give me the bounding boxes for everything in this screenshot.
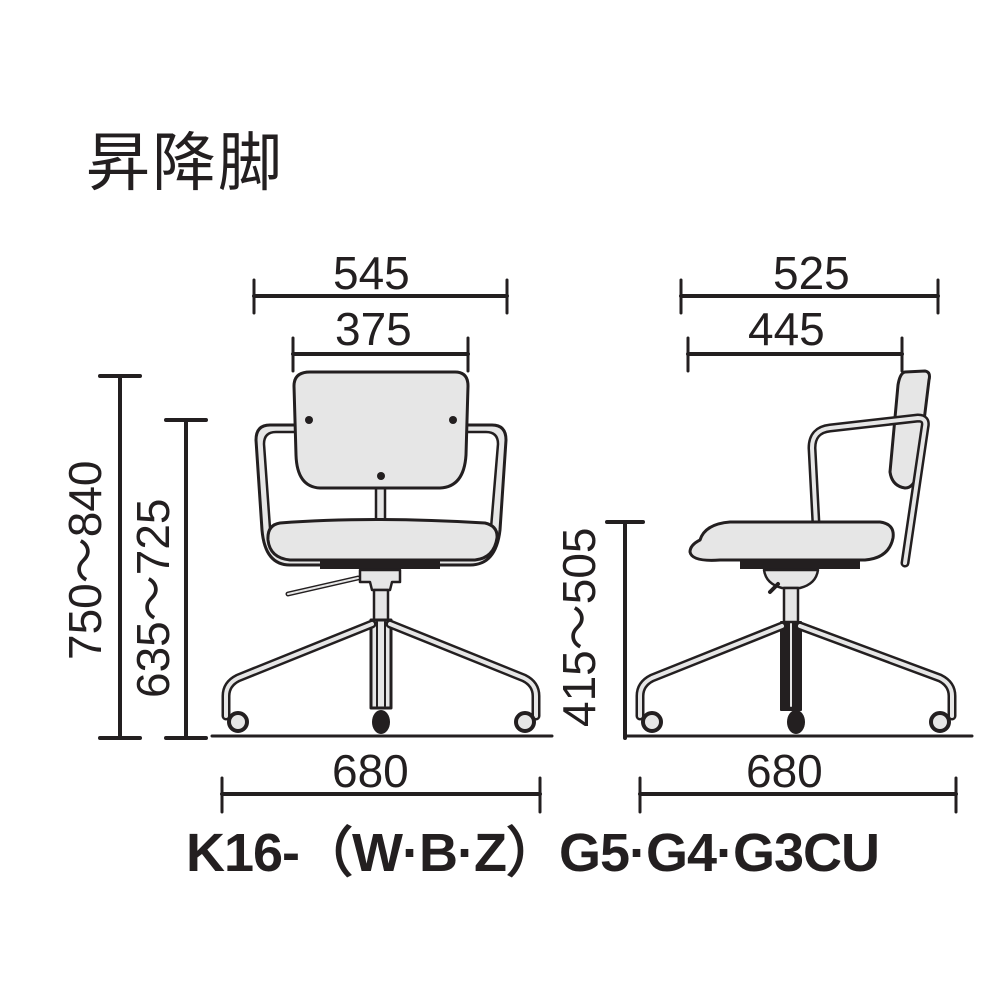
dimension-line-overall-height — [98, 374, 142, 740]
front-overall-width-label: 545 — [333, 247, 410, 299]
dimension-line-seat-height — [605, 520, 645, 740]
page-title: 昇降脚 — [86, 127, 284, 201]
chair-side-view — [635, 369, 957, 734]
side-seat-depth-label: 445 — [748, 303, 825, 355]
dimension-line-445 — [686, 336, 904, 373]
front-back-width-label: 375 — [335, 303, 412, 355]
chair-front-view — [221, 370, 541, 734]
side-base-width-label: 680 — [746, 745, 823, 797]
side-overall-depth-label: 525 — [773, 247, 850, 299]
dimension-line-680-front — [220, 776, 542, 814]
dimension-line-armrest-height — [164, 418, 208, 740]
front-base-width-label: 680 — [332, 745, 409, 797]
dimension-line-680-side — [638, 776, 958, 814]
dimension-line-545 — [252, 278, 509, 315]
dimension-line-375 — [291, 336, 470, 373]
dimension-line-525 — [679, 278, 940, 315]
model-number: K16-（W·B·Z）G5·G4·G3CU — [186, 823, 880, 883]
